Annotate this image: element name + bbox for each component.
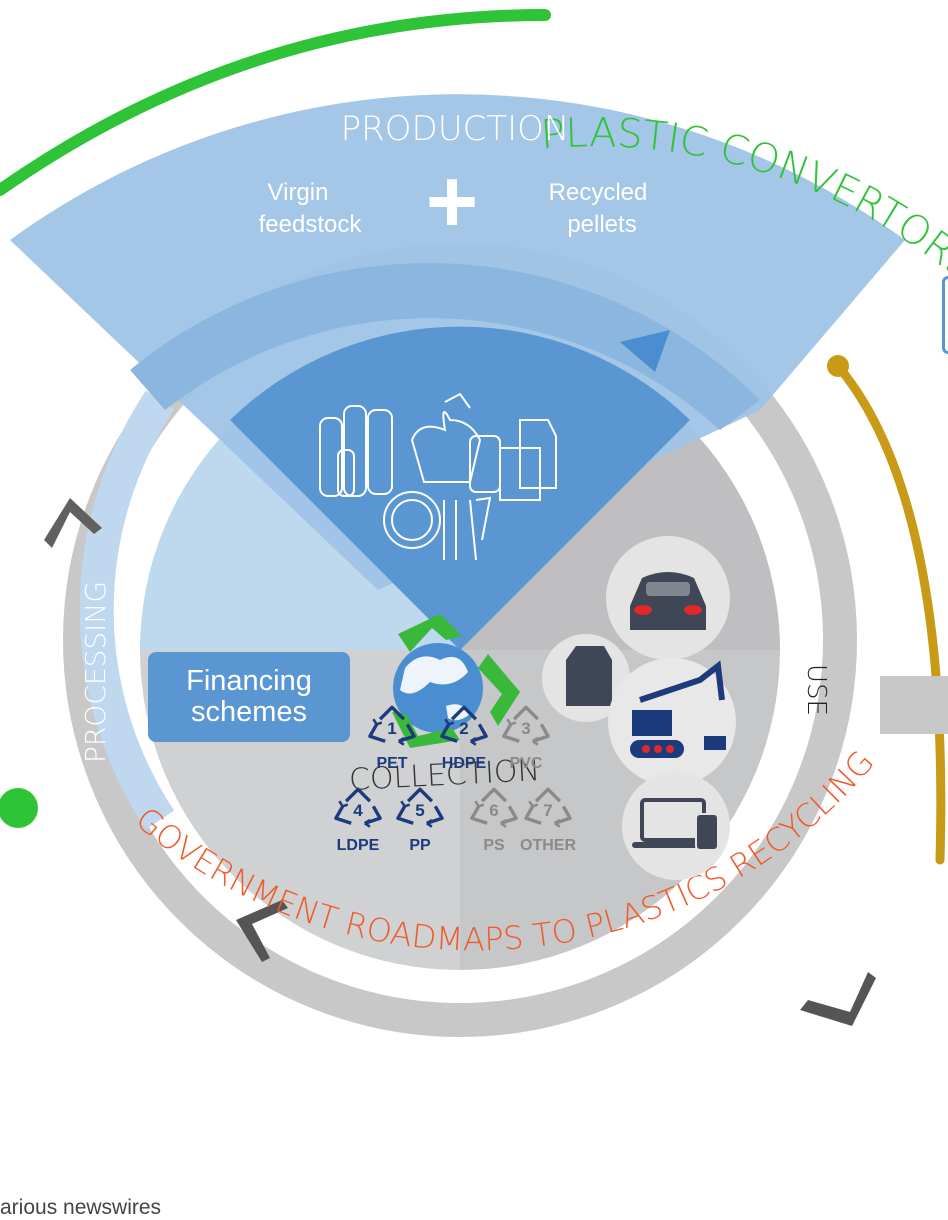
feedstock-label: feedstock bbox=[259, 211, 363, 238]
resin-code-number: 3 bbox=[521, 719, 530, 738]
production-label: PRODUCTION bbox=[341, 109, 570, 149]
processing-ring-segment bbox=[79, 390, 175, 830]
arrow-production bbox=[620, 330, 670, 372]
resin-code-label: PET bbox=[376, 755, 407, 772]
arrow-collection bbox=[236, 900, 288, 962]
processing-label: PROCESSING bbox=[79, 581, 112, 763]
resin-code-label: PVC bbox=[510, 755, 543, 772]
plus-sign: + bbox=[426, 152, 479, 252]
crane-icon bbox=[608, 658, 736, 786]
side-tab bbox=[942, 276, 948, 354]
green-dot bbox=[0, 788, 38, 828]
financing-line1: Financing bbox=[186, 665, 312, 697]
pellets-label: pellets bbox=[567, 211, 636, 238]
recycled-label: Recycled bbox=[549, 179, 648, 206]
production-band bbox=[130, 263, 760, 430]
resin-code-number: 5 bbox=[415, 801, 424, 820]
resin-code-label: OTHER bbox=[520, 837, 576, 854]
resin-code-label: LDPE bbox=[337, 837, 380, 854]
resin-code-number: 7 bbox=[543, 801, 552, 820]
resin-code-label: PP bbox=[409, 837, 431, 854]
resin-code-5: 5PP bbox=[396, 787, 444, 854]
financing-line2: schemes bbox=[190, 696, 308, 728]
resin-code-label: HDPE bbox=[442, 755, 487, 772]
resin-code-6: 6PS bbox=[470, 787, 518, 854]
resin-code-label: PS bbox=[483, 837, 505, 854]
resin-code-number: 1 bbox=[387, 719, 396, 738]
arrow-use bbox=[800, 972, 876, 1026]
plastic-products-icon bbox=[319, 392, 557, 561]
car-icon bbox=[606, 536, 730, 660]
resin-code-number: 2 bbox=[459, 719, 468, 738]
use-label: USE bbox=[801, 664, 831, 716]
financing-schemes-box: Financing schemes bbox=[148, 652, 350, 742]
carton-icon bbox=[542, 634, 630, 722]
gold-connector-line bbox=[833, 361, 946, 865]
plastic-convertors-arc bbox=[0, 9, 551, 196]
arrow-processing bbox=[44, 498, 102, 548]
use-connector-bar bbox=[880, 676, 948, 734]
virgin-label: Virgin bbox=[268, 179, 329, 206]
laptop-phone-icon bbox=[622, 772, 730, 880]
resin-code-number: 4 bbox=[353, 801, 363, 820]
resin-code-number: 6 bbox=[489, 801, 498, 820]
production-inner-wedge bbox=[230, 326, 690, 650]
gold-connector-dot bbox=[827, 355, 849, 377]
source-note: arious newswires bbox=[0, 1196, 162, 1219]
